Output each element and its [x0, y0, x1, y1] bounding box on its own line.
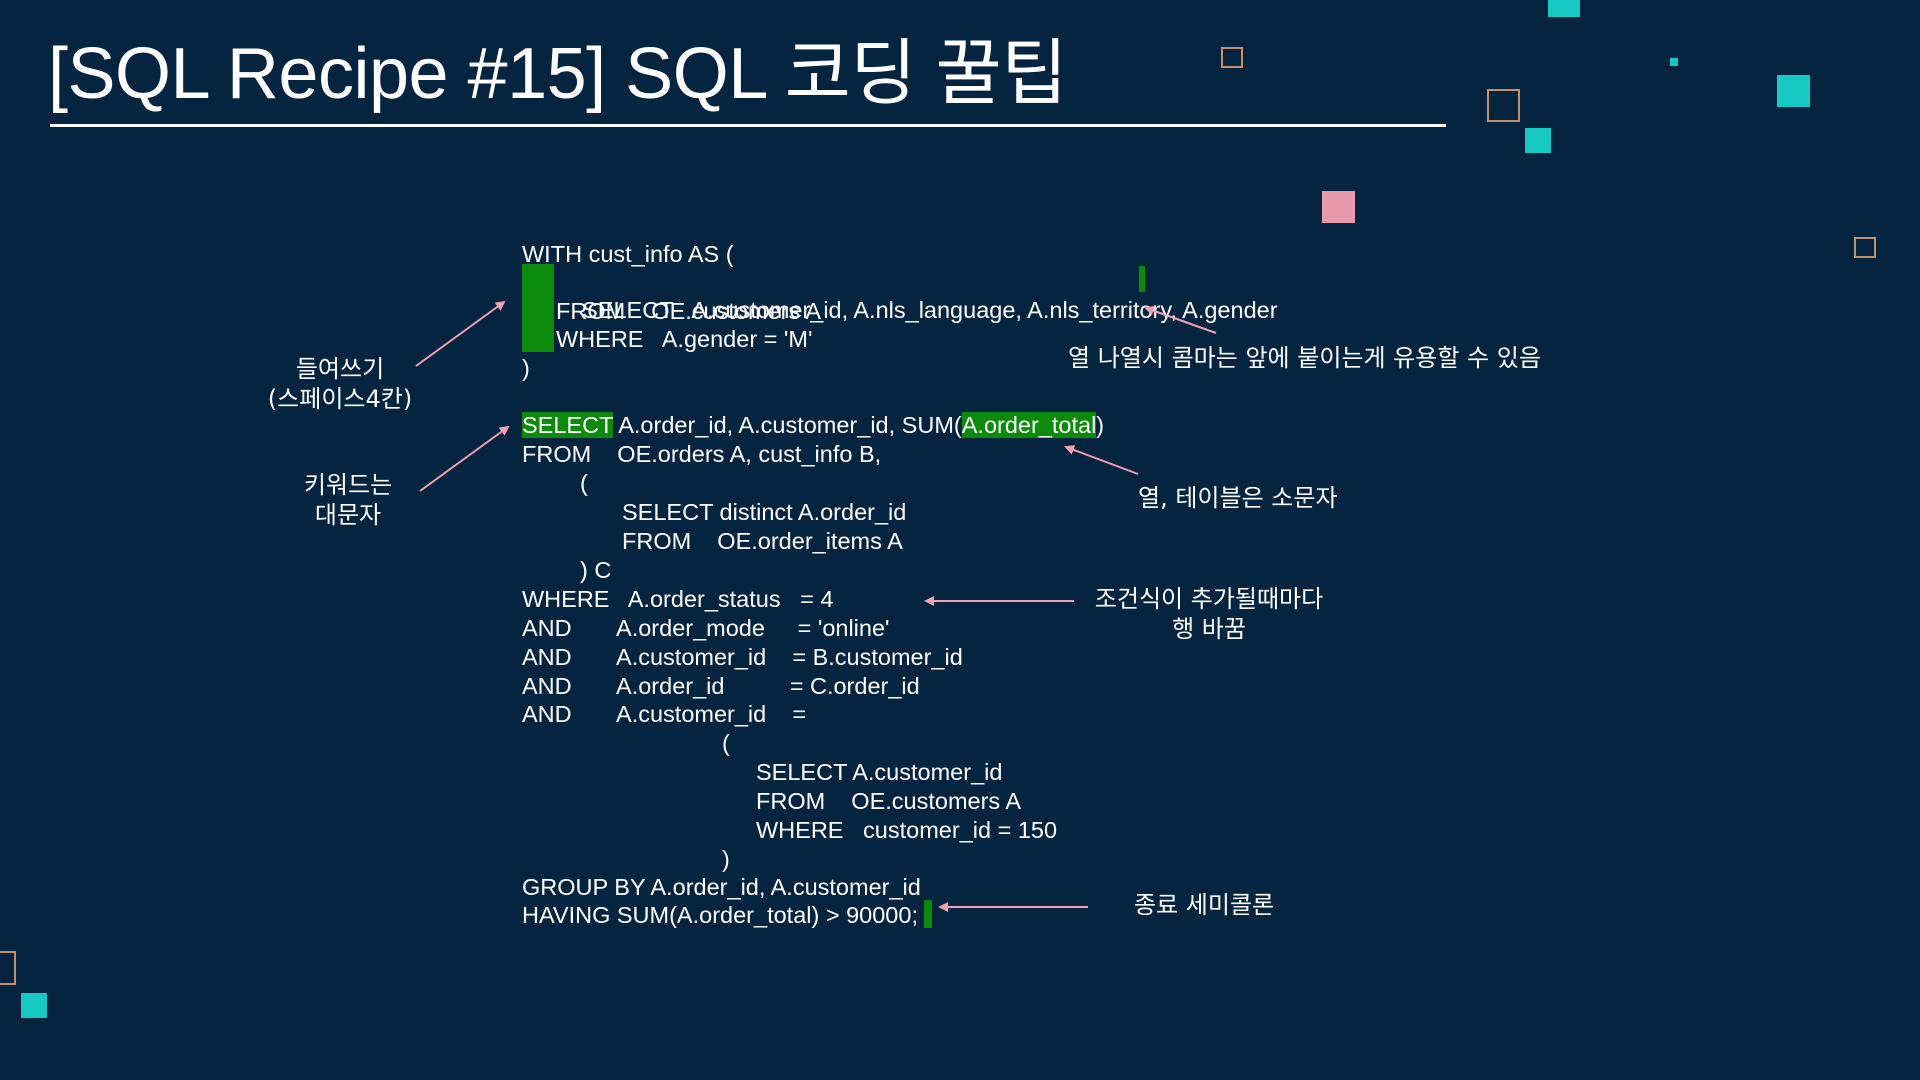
arrow-lowercase [1064, 445, 1139, 475]
deco-square-outline-right [1854, 237, 1876, 258]
deco-square-outline-small [1221, 47, 1243, 68]
code-line: FROM OE.customers A [556, 298, 822, 324]
code-line: AND A.order_mode = 'online' [522, 615, 890, 641]
terminating-semicolon: ; [911, 902, 918, 928]
code-line: AND A.customer_id = [522, 701, 807, 727]
annotation-indent-line1: 들여쓰기 [295, 355, 385, 383]
code-keyword-highlighted: SELECT [522, 412, 613, 438]
code-line: FROM OE.orders A, cust_info B, [522, 441, 882, 467]
annotation-keyword-line2: 대문자 [314, 501, 382, 529]
deco-square-outline-left-edge [0, 951, 16, 985]
code-line: ) [722, 846, 730, 872]
slide-title: [SQL Recipe #15] SQL 코딩 꿀팁 [48, 34, 1068, 114]
code-line: AND A.customer_id = B.customer_id [522, 644, 963, 670]
title-underline [50, 124, 1446, 127]
indent-highlight [522, 264, 554, 352]
code-having: HAVING SUM(A.order_total) > 90000 [522, 902, 912, 928]
code-line: FROM OE.customers A [756, 788, 1022, 814]
semicolon-highlight [924, 900, 932, 928]
deco-square-pink [1322, 191, 1355, 223]
code-line: AND A.order_id = C.order_id [522, 673, 920, 699]
code-line: FROM OE.order_items A [622, 528, 903, 554]
deco-square-teal-right [1777, 75, 1810, 107]
annotation-newline: 조건식이 추가될때마다 행 바꿈 [1074, 584, 1344, 644]
deco-square-outline-large [1487, 89, 1520, 122]
code-line: ( [580, 470, 588, 496]
annotation-indent: 들여쓰기 (스페이스4칸) [250, 354, 430, 414]
code-keyword: SELECT [582, 297, 674, 323]
code-line: SELECT distinct A.order_id [622, 499, 907, 525]
deco-square-teal-dot [1670, 58, 1678, 66]
code-line: SELECT A.customer_id [756, 759, 1003, 785]
annotation-newline-line1: 조건식이 추가될때마다 [1094, 585, 1324, 613]
code-line: WHERE customer_id = 150 [756, 817, 1058, 843]
code-columns: A.gender [1176, 297, 1278, 323]
code-columns: A.order_id, A.customer_id, SUM( [613, 412, 962, 438]
code-line: ) C [580, 557, 612, 583]
annotation-keyword-line1: 키워드는 [303, 471, 393, 499]
deco-square-teal-bottom [21, 993, 47, 1018]
arrow-comma [1144, 305, 1217, 334]
annotation-semicolon: 종료 세미콜론 [1134, 891, 1275, 919]
code-paren: ) [1096, 412, 1105, 438]
code-line: ( [722, 730, 730, 756]
annotation-lowercase: 열, 테이블은 소문자 [1138, 484, 1338, 512]
code-line: SELECT A.order_id, A.customer_id, SUM(A.… [522, 411, 1104, 439]
code-line: WITH cust_info AS ( [522, 241, 734, 267]
code-line: HAVING SUM(A.order_total) > 90000; [522, 901, 918, 929]
code-line: ) [522, 355, 530, 381]
code-line: WHERE A.gender = 'M' [556, 326, 813, 352]
deco-square-teal-mid [1525, 128, 1551, 153]
deco-square-teal-top [1548, 0, 1580, 17]
annotation-newline-line2: 행 바꿈 [1172, 615, 1246, 643]
leading-comma: , [1170, 297, 1177, 323]
arrow-keyword [419, 425, 510, 492]
comma-highlight [1139, 266, 1145, 292]
code-line: WHERE A.order_status = 4 [522, 586, 834, 612]
annotation-indent-line2: (스페이스4칸) [267, 385, 413, 413]
code-column-highlighted: A.order_total [961, 412, 1097, 438]
arrow-indent [415, 300, 506, 367]
annotation-leading-comma: 열 나열시 콤마는 앞에 붙이는게 유용할 수 있음 [1068, 344, 1541, 372]
annotation-keyword-uppercase: 키워드는 대문자 [268, 470, 428, 530]
code-line: GROUP BY A.order_id, A.customer_id [522, 874, 921, 900]
